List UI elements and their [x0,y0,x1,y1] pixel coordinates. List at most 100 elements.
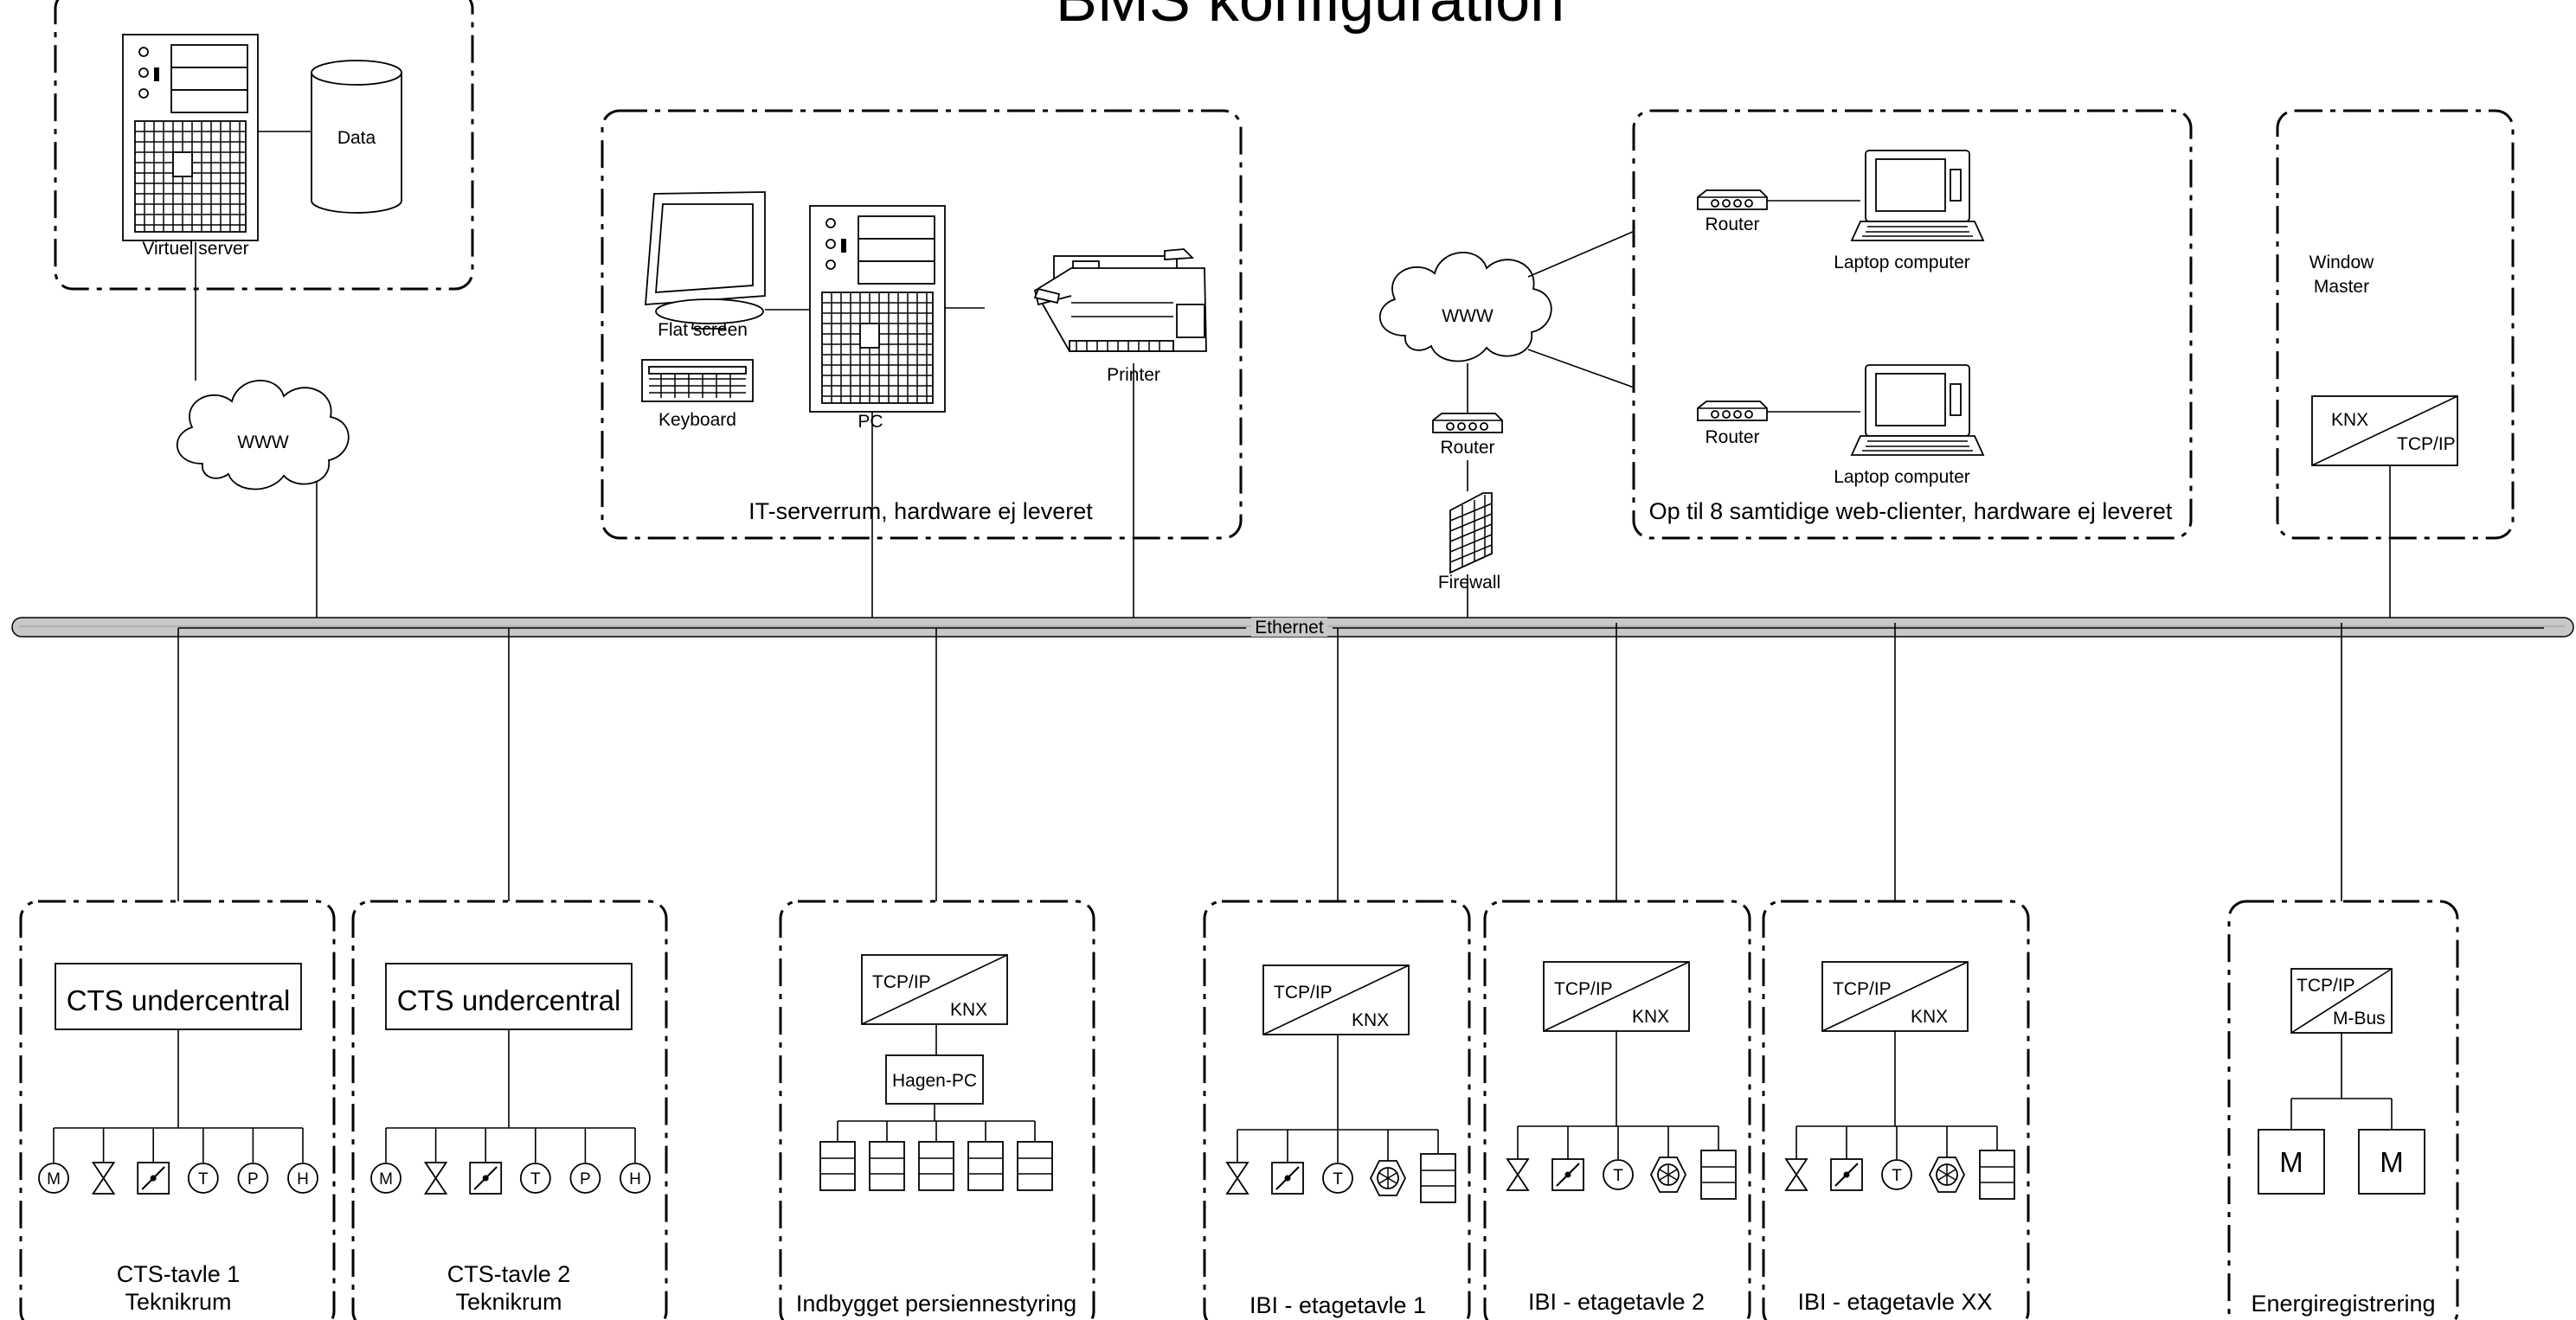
energy-caption: Energiregistrering [2251,1291,2435,1317]
window-master-gw-top: KNX [2331,410,2368,430]
blind-module-icon [819,1141,856,1191]
ibi1-gw-bottom: KNX [1352,1010,1389,1030]
laptop1-label: Laptop computer [1834,253,1970,272]
router-client1-label: Router [1705,215,1759,234]
sensor-T-letter: T [1333,1170,1343,1189]
sensor-P-icon [237,1163,269,1194]
sensor-T-icon [1881,1159,1912,1190]
web-clients-group: Router Laptop computer Router Laptop com… [1632,109,2193,540]
sensor-T-letter: T [198,1170,209,1189]
ibi1-frame [1203,900,1471,1320]
sensor-T-icon [519,1163,551,1194]
sensor-T-letter: T [530,1170,541,1189]
laptop1-icon [1851,150,1984,241]
ibixx-gw-top: TCP/IP [1833,979,1892,999]
laptop2-label: Laptop computer [1834,467,1970,487]
sensor-T-icon [1603,1159,1634,1190]
data-label: Data [337,128,376,148]
sensor-H-icon [287,1163,318,1194]
energy-gw-bottom: M-Bus [2333,1009,2386,1028]
router-main-label: Router [1440,438,1494,458]
server-group-frame [54,0,474,291]
sensor-P-letter: P [247,1170,259,1189]
damper-icon [137,1162,170,1195]
firewall-label: Firewall [1438,573,1500,593]
ethernet-label: Ethernet [1255,618,1324,638]
sensor-T-icon [187,1163,219,1194]
window-master-gateway-icon [2311,395,2458,466]
window-master-frame [2276,109,2515,540]
it-room-caption: IT-serverrum, hardware ej leveret [748,498,1093,524]
sensor-M-letter: M [47,1170,61,1189]
energy-meter-2 [2358,1129,2425,1195]
ibi1-caption: IBI - etagetavle 1 [1249,1292,1426,1318]
ibi-panel-xx: TCP/IP KNX T IBI - etagetavle XX [1762,900,2030,1320]
sensor-P-letter: P [580,1170,591,1189]
pc-label: PC [858,412,883,432]
ibi2-symbol-row: T [1506,1031,1737,1200]
damper-icon [469,1162,503,1195]
fan-icon [1929,1157,1965,1193]
web-clients-caption: Op til 8 samtidige web-clienter, hardwar… [1649,498,2173,524]
cts2-controller [385,963,633,1030]
it-room-group: Flat screen Keyboard PC Printer IT-serve… [601,109,1243,540]
blind-module-icon [1017,1141,1053,1191]
flat-screen-icon [645,191,766,330]
energy-meter-2-label: M [2380,1146,2404,1178]
cts1-controller [55,963,302,1030]
ibi2-caption: IBI - etagetavle 2 [1528,1289,1705,1315]
router-client2-label: Router [1705,427,1759,447]
sensor-P-icon [569,1163,601,1194]
sensor-M-icon [370,1163,401,1194]
blind-module-icon [967,1141,1004,1191]
cts1-controller-label: CTS undercentral [67,984,291,1016]
server-tower-icon [122,34,259,241]
damper-icon [1551,1158,1584,1191]
window-master-title-1: Window [2309,253,2375,272]
printer-icon [1033,248,1207,352]
router-client1-icon [1697,189,1768,210]
blinds-caption: Indbygget persiennestyring [796,1291,1076,1317]
ibi1-symbol-row: T [1226,1035,1456,1203]
energy-panel: TCP/IP M-Bus M M Energiregistrering [2227,900,2459,1320]
sensor-M-letter: M [379,1170,393,1189]
energy-meter-1 [2258,1129,2325,1195]
sensor-T-letter: T [1892,1167,1902,1185]
damper-icon [1271,1162,1304,1195]
ibi2-gw-top: TCP/IP [1554,979,1613,999]
router-client2-icon [1697,400,1768,421]
pc-tower-icon [809,205,946,413]
ibixx-symbol-row: T [1785,1031,2015,1200]
energy-gw-top: TCP/IP [2297,976,2355,996]
sensor-T-icon [1322,1163,1353,1194]
blind-module-icon [918,1141,954,1191]
ibixx-gw-bottom: KNX [1911,1007,1948,1027]
damper-icon [1830,1158,1863,1191]
cts2-caption-1: CTS-tavle 2 [447,1261,571,1287]
ibi-panel-1: TCP/IP KNX T IBI - etagetavle 1 [1203,900,1471,1320]
sensor-H-letter: H [297,1170,309,1189]
blinds-gw-top: TCP/IP [872,972,931,992]
firewall-icon [1449,492,1493,574]
fan-icon [1650,1157,1686,1193]
ibi1-gw-top: TCP/IP [1274,983,1333,1003]
keyboard-icon [641,359,754,402]
database-icon [311,60,402,214]
server-group: Data Virtuel server [54,0,474,291]
energy-frame [2227,900,2459,1320]
fan-icon [1370,1160,1406,1196]
cts1-caption-2: Teknikrum [125,1289,231,1315]
blinds-gw-bottom: KNX [950,1000,987,1020]
keyboard-label: Keyboard [658,410,736,430]
diagram-title: BMS konfiguration [1056,0,1564,35]
hagen-pc-box [885,1054,984,1105]
blind-module-icon [869,1141,905,1191]
cts1-caption-1: CTS-tavle 1 [117,1261,241,1287]
cts-panel-1: CTS undercentral M T P H CTS-tavle 1 Teknik… [19,900,336,1320]
cts2-controller-label: CTS undercentral [397,984,621,1016]
energy-meter-1-label: M [2279,1146,2303,1178]
blinds-frame [779,900,1095,1320]
